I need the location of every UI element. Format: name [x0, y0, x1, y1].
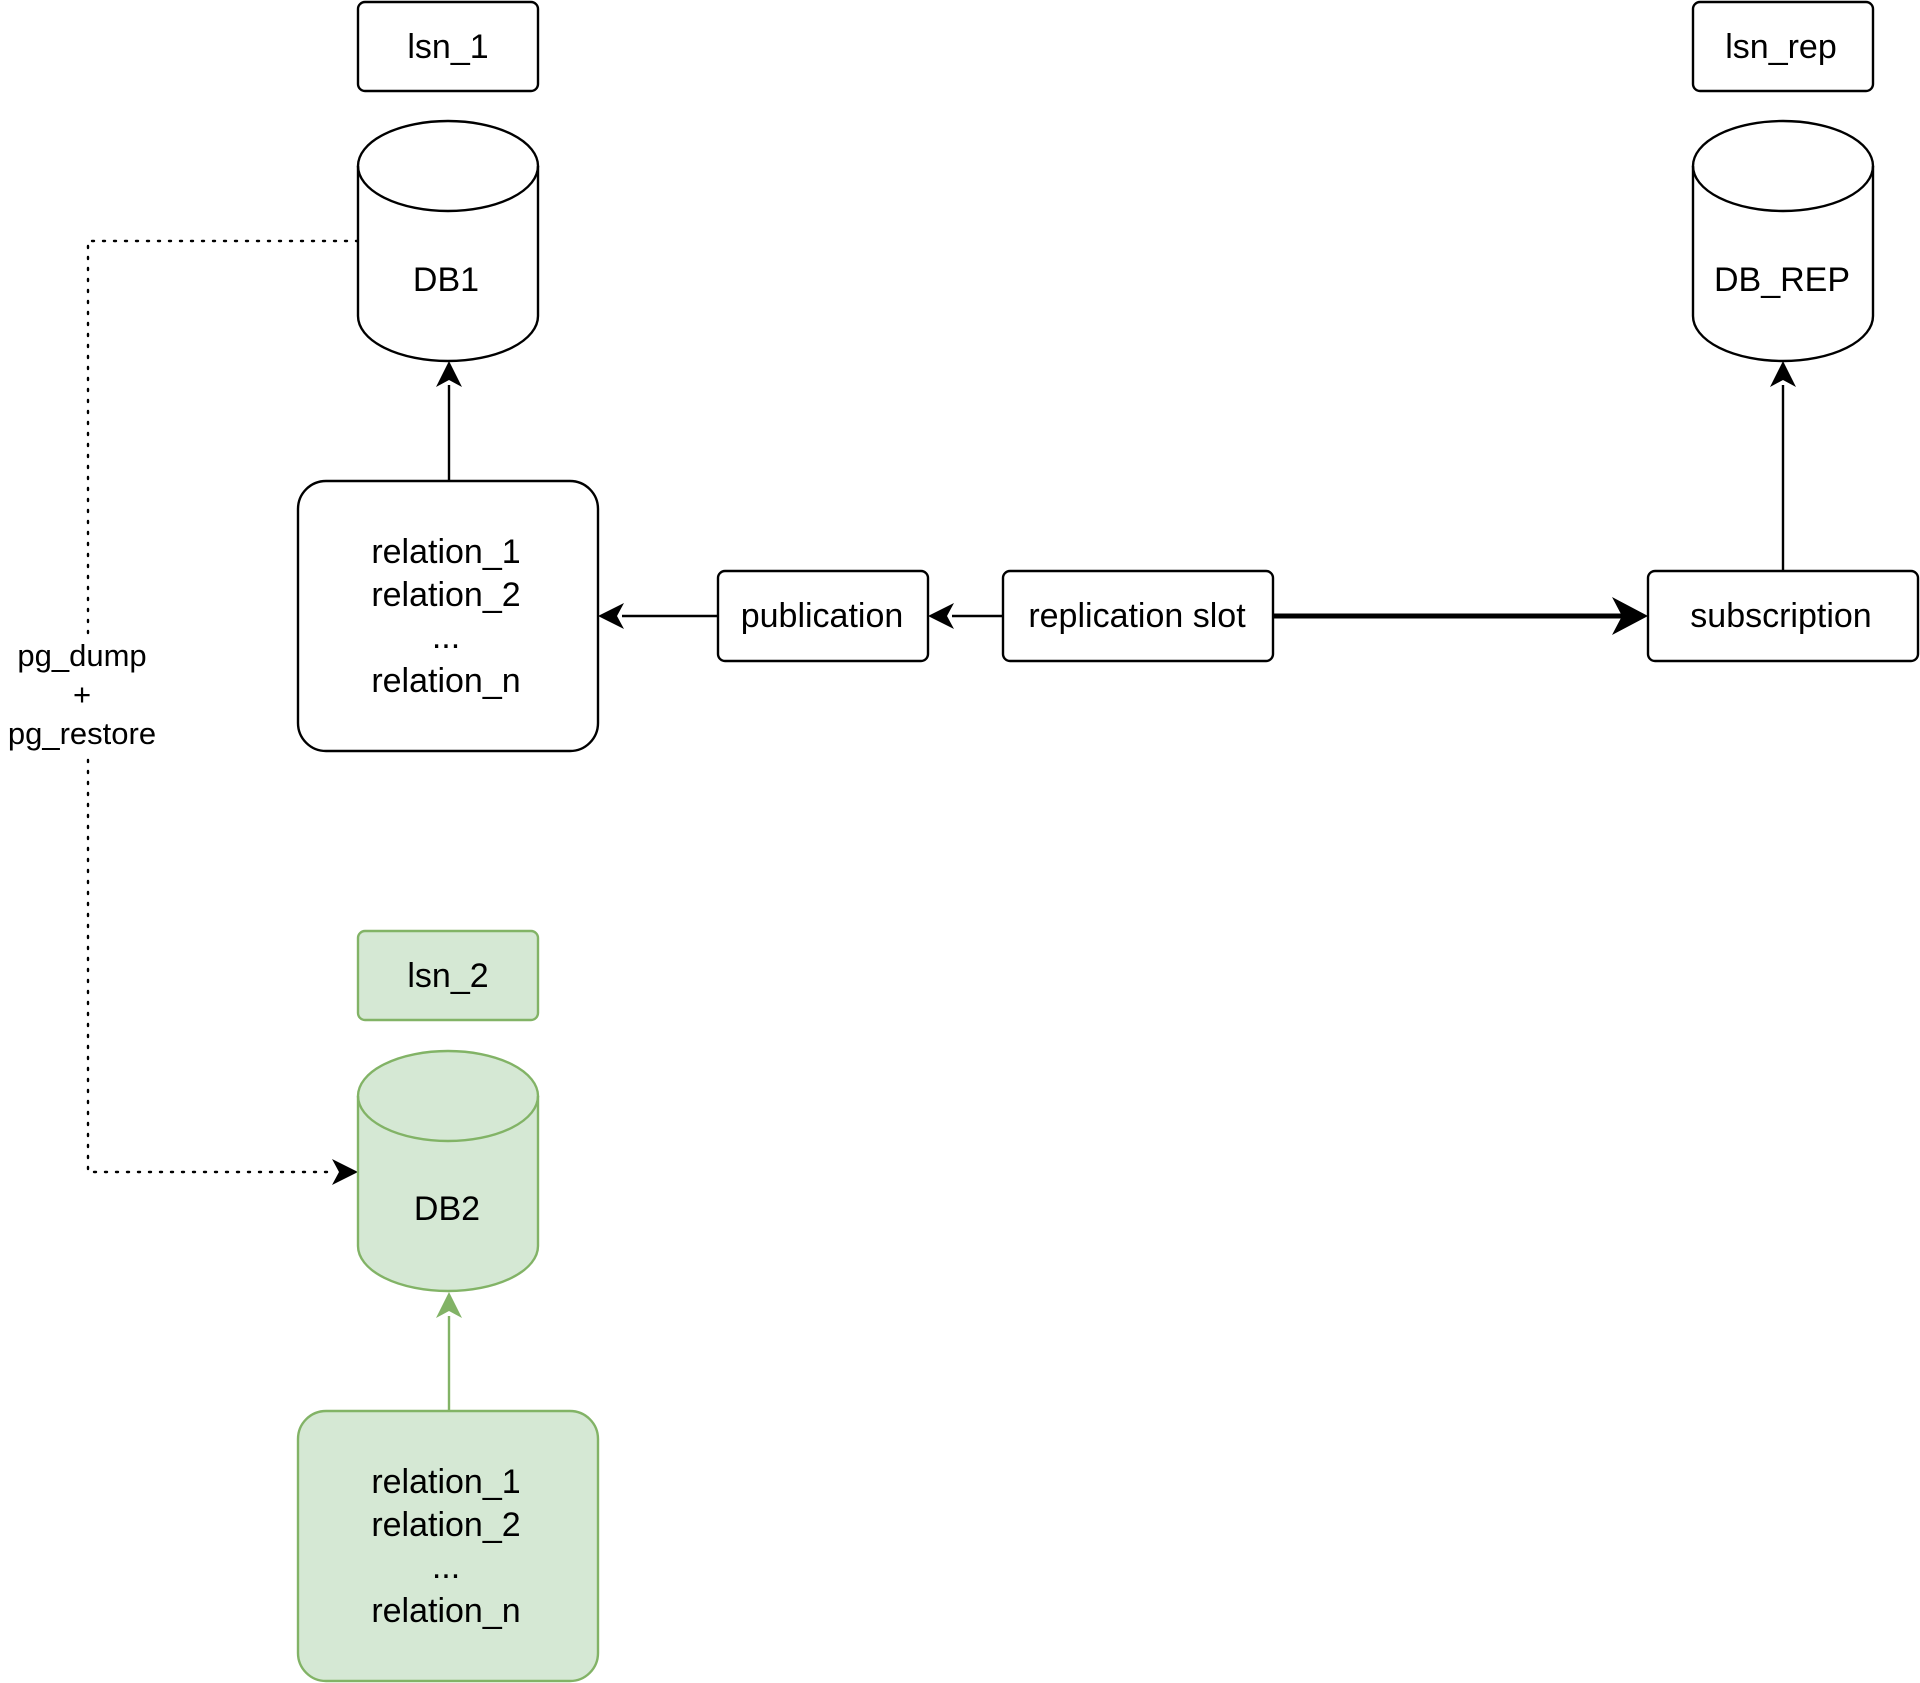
- db2-label: DB2: [414, 1190, 480, 1228]
- lsn-rep-label: lsn_rep: [1725, 28, 1837, 66]
- slot-to-publication-arrow: [928, 603, 1003, 629]
- dotted-arrowhead: [332, 1159, 358, 1185]
- db-rep-top-rim: [1691, 165, 1875, 213]
- lsn-2-label: lsn_2: [407, 957, 488, 995]
- relation-1-label: relation_1: [371, 533, 520, 571]
- edge-label-line-3: pg_restore: [8, 716, 156, 751]
- db2-body: [356, 1049, 540, 1293]
- lsn-2-node[interactable]: lsn_2: [356, 929, 540, 1022]
- replication-slot-label: replication slot: [1028, 597, 1246, 635]
- db1-cylinder[interactable]: DB1: [356, 119, 540, 363]
- relation-n-label: relation_n: [371, 662, 520, 700]
- db-rep-label: DB_REP: [1714, 261, 1850, 299]
- db2-top-rim: [356, 1095, 540, 1143]
- db-rep-body: [1691, 119, 1875, 363]
- db2-cylinder[interactable]: DB2: [356, 1049, 540, 1293]
- relation-ellipsis-label: ...: [432, 618, 460, 656]
- relation-1-label: relation_1: [371, 1463, 520, 1501]
- edge-label-line-2: +: [73, 677, 91, 712]
- slot-to-subscription-arrow: [1273, 597, 1648, 635]
- relations-db1-node[interactable]: relation_1 relation_2 ... relation_n: [296, 479, 600, 753]
- relations-to-db2-arrow: [436, 1292, 462, 1411]
- relation-ellipsis-label: ...: [432, 1548, 460, 1586]
- relation-2-label: relation_2: [371, 576, 520, 614]
- subscription-label: subscription: [1690, 597, 1871, 635]
- db1-label: DB1: [413, 261, 479, 299]
- relation-2-label: relation_2: [371, 1506, 520, 1544]
- subscription-to-db-rep-arrow: [1770, 361, 1796, 571]
- subscription-node[interactable]: subscription: [1646, 569, 1920, 663]
- db1-top-rim: [356, 165, 540, 213]
- pg-dump-restore-edge: pg_dump + pg_restore: [8, 239, 360, 1185]
- lsn-1-node[interactable]: lsn_1: [356, 0, 540, 93]
- dotted-line-bottom: [86, 758, 337, 1174]
- relations-to-db1-arrow: [436, 361, 462, 481]
- replication-slot-node[interactable]: replication slot: [1001, 569, 1275, 663]
- publication-to-relations-arrow: [598, 603, 718, 629]
- publication-node[interactable]: publication: [716, 569, 930, 663]
- relations-db2-node[interactable]: relation_1 relation_2 ... relation_n: [296, 1409, 600, 1683]
- dotted-line-top: [86, 239, 360, 642]
- db-rep-cylinder[interactable]: DB_REP: [1691, 119, 1875, 363]
- publication-label: publication: [741, 597, 904, 635]
- lsn-rep-node[interactable]: lsn_rep: [1691, 0, 1875, 93]
- lsn-1-label: lsn_1: [407, 28, 488, 66]
- relation-n-label: relation_n: [371, 1592, 520, 1630]
- edge-label-line-1: pg_dump: [17, 638, 146, 673]
- db1-body: [356, 119, 540, 363]
